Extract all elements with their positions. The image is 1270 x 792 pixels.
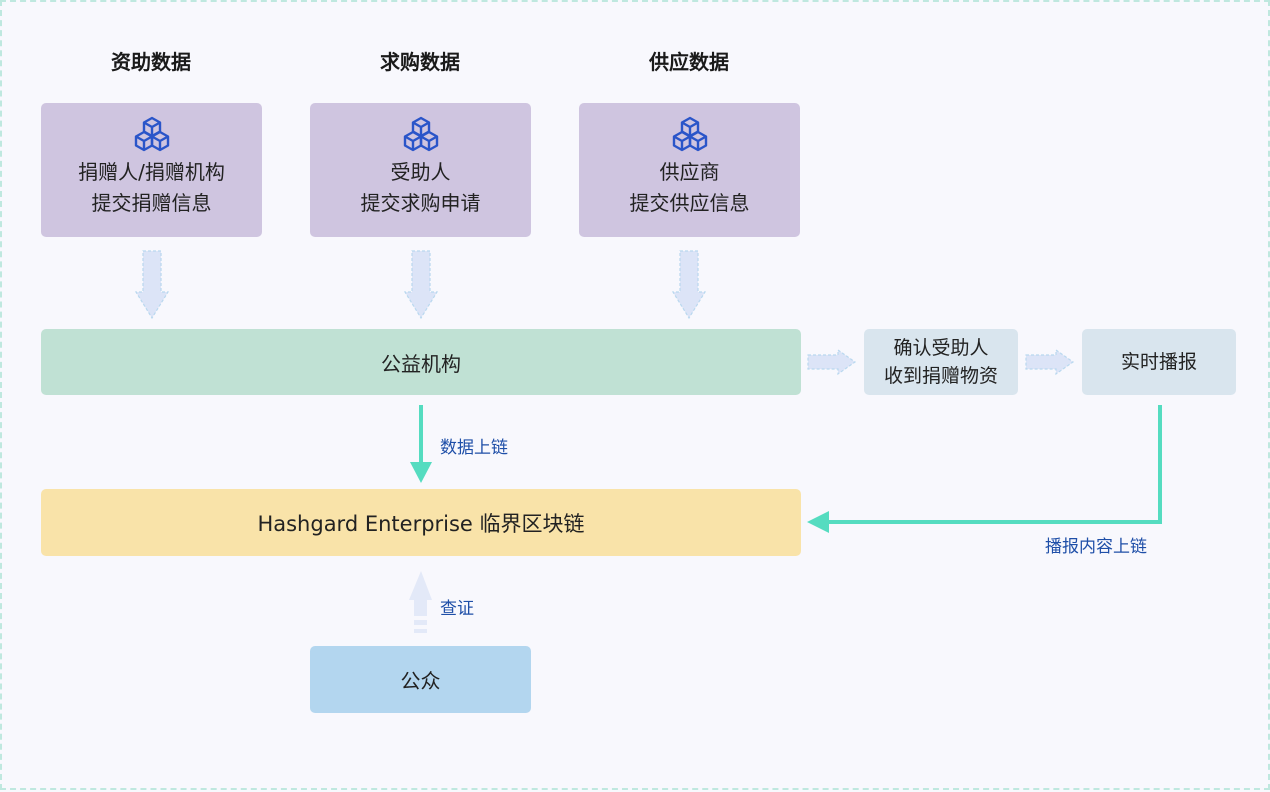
confirm-receipt-box: 确认受助人 收到捐赠物资 xyxy=(864,329,1018,395)
arrow-broadcast-upload xyxy=(807,405,1162,533)
recipient-box: 受助人 提交求购申请 xyxy=(310,103,531,237)
charity-org-bar: 公益机构 xyxy=(41,329,801,395)
confirm-receipt-line2: 收到捐赠物资 xyxy=(883,365,998,387)
down-arrow-donor xyxy=(134,250,170,320)
down-arrow-recipient xyxy=(403,250,439,320)
supplier-box: 供应商 提交供应信息 xyxy=(579,103,800,237)
heading-supply-data: 供应数据 xyxy=(649,50,729,74)
cubes-icon xyxy=(672,116,707,152)
recipient-box-line2: 提交求购申请 xyxy=(360,191,481,215)
donor-box-line2: 提交捐赠信息 xyxy=(91,191,212,215)
cubes-icon xyxy=(134,116,169,152)
edge-label-verify: 查证 xyxy=(440,599,474,619)
supplier-box-line1: 供应商 xyxy=(659,160,720,184)
realtime-broadcast-box: 实时播报 xyxy=(1082,329,1236,395)
edge-label-broadcast-upload: 播报内容上链 xyxy=(1045,537,1147,557)
donor-box-line1: 捐赠人/捐赠机构 xyxy=(78,160,225,184)
recipient-box-line1: 受助人 xyxy=(390,160,451,184)
blockchain-bar: Hashgard Enterprise 临界区块链 xyxy=(41,489,801,556)
cubes-icon xyxy=(403,116,438,152)
public-box: 公众 xyxy=(310,646,531,713)
right-arrow-to-broadcast xyxy=(1025,348,1075,376)
down-arrow-supplier xyxy=(671,250,707,320)
realtime-broadcast-label: 实时播报 xyxy=(1120,351,1197,373)
heading-purchase-data: 求购数据 xyxy=(380,50,460,74)
confirm-receipt-line1: 确认受助人 xyxy=(893,337,989,359)
edge-label-data-upload: 数据上链 xyxy=(440,438,508,458)
heading-funding-data: 资助数据 xyxy=(111,50,191,74)
right-arrow-to-confirm xyxy=(807,348,857,376)
donor-box: 捐赠人/捐赠机构 提交捐赠信息 xyxy=(41,103,262,237)
arrow-data-upload xyxy=(410,405,432,483)
supplier-box-line2: 提交供应信息 xyxy=(629,191,750,215)
arrow-verify xyxy=(409,571,432,633)
